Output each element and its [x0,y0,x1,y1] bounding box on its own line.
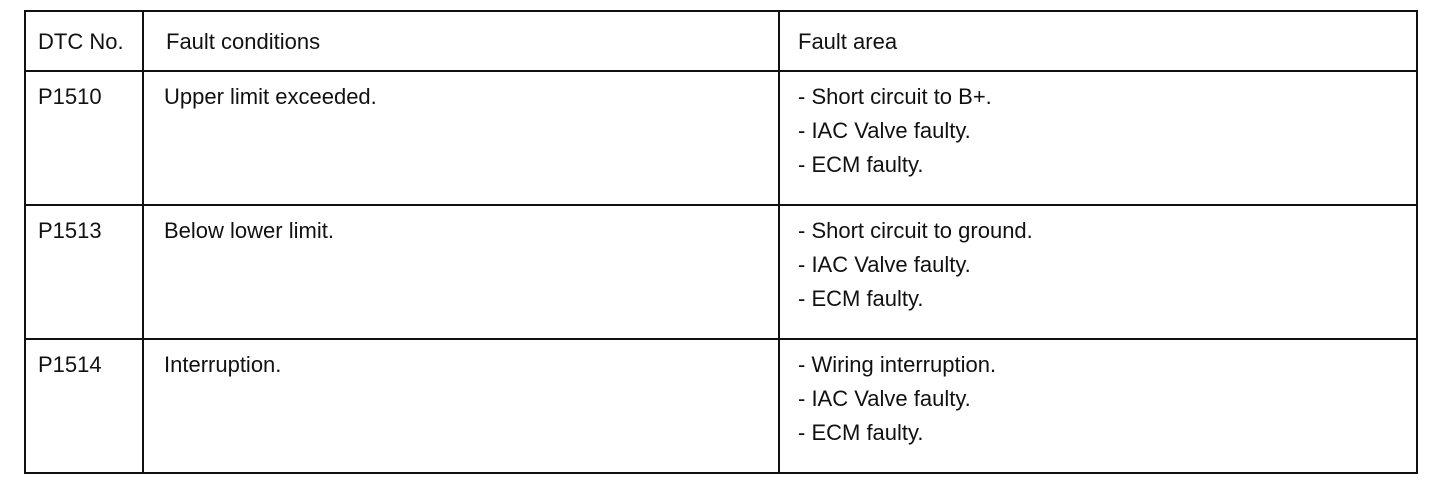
table-header: DTC No. Fault conditions Fault area [24,10,1418,72]
header-fault-conditions: Fault conditions [142,10,780,72]
fault-area-item: - Short circuit to ground. [798,218,1033,243]
fault-area-item: - ECM faulty. [798,420,924,445]
fault-area-item: - ECM faulty. [798,286,924,311]
fault-area-item: - IAC Valve faulty. [798,118,971,143]
header-dtc-no: DTC No. [24,10,144,72]
fault-condition: Upper limit exceeded. [142,70,780,206]
header-fault-area: Fault area [778,10,1418,72]
fault-area-item: - Short circuit to B+. [798,84,992,109]
fault-condition: Below lower limit. [142,204,780,340]
fault-condition: Interruption. [142,338,780,474]
dtc-code: P1514 [24,338,144,474]
fault-area-cell: - Wiring interruption. - IAC Valve fault… [778,338,1418,474]
header-row: DTC No. Fault conditions Fault area [24,10,1418,72]
table-row: P1513 Below lower limit. - Short circuit… [24,204,1418,340]
dtc-fault-table: DTC No. Fault conditions Fault area P151… [24,10,1418,474]
fault-area-cell: - Short circuit to B+. - IAC Valve fault… [778,70,1418,206]
table-row: P1514 Interruption. - Wiring interruptio… [24,338,1418,474]
fault-area-item: - IAC Valve faulty. [798,386,971,411]
dtc-code: P1513 [24,204,144,340]
dtc-code: P1510 [24,70,144,206]
table-row: P1510 Upper limit exceeded. - Short circ… [24,70,1418,206]
table-body: P1510 Upper limit exceeded. - Short circ… [24,70,1418,474]
fault-area-item: - Wiring interruption. [798,352,997,377]
fault-area-item: - ECM faulty. [798,152,924,177]
fault-area-cell: - Short circuit to ground. - IAC Valve f… [778,204,1418,340]
fault-area-item: - IAC Valve faulty. [798,252,971,277]
